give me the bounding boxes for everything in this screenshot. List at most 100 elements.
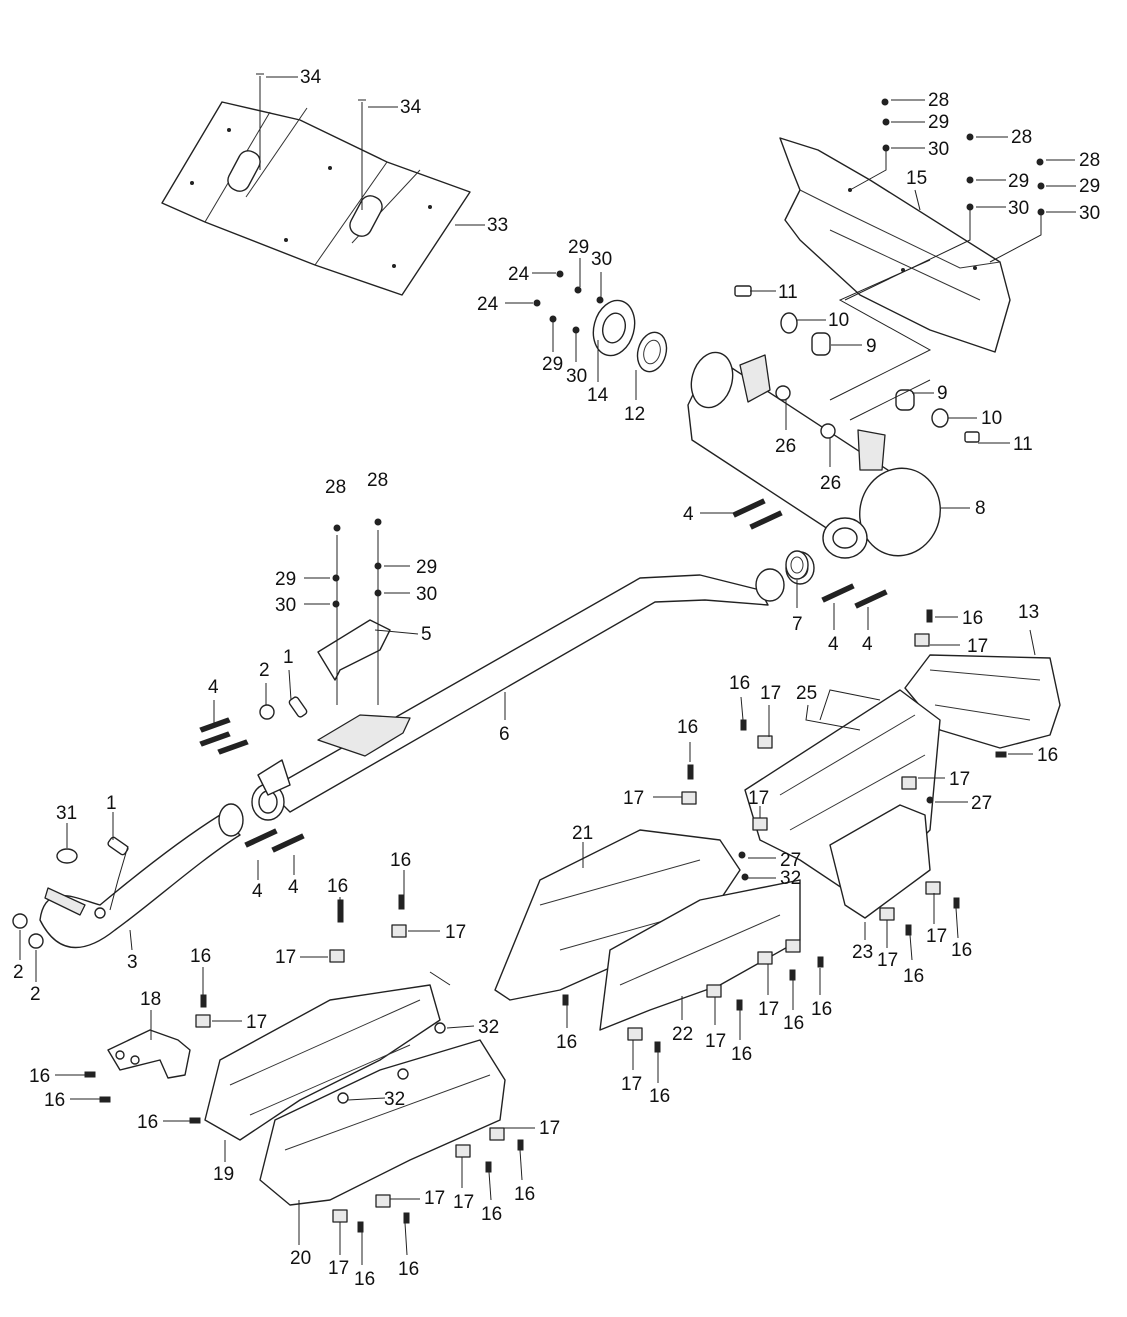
callout-32: 32	[780, 868, 801, 889]
callout-26: 26	[820, 473, 841, 494]
callout-17: 17	[424, 1188, 445, 1209]
bolt-16-hardware	[84, 609, 1007, 1233]
callout-16: 16	[677, 717, 698, 738]
callout-4: 4	[828, 634, 839, 655]
callout-28: 28	[928, 90, 949, 111]
callout-16: 16	[190, 946, 211, 967]
callout-16: 16	[903, 966, 924, 987]
callout-34: 34	[300, 67, 322, 88]
callout-17: 17	[621, 1074, 642, 1095]
callout-9: 9	[866, 336, 877, 357]
callout-29: 29	[1008, 171, 1029, 192]
callout-4: 4	[683, 504, 694, 525]
callout-29: 29	[416, 557, 437, 578]
callout-16: 16	[327, 876, 348, 897]
callout-16: 16	[649, 1086, 670, 1107]
callout-5: 5	[421, 624, 432, 645]
gasket-part	[785, 550, 809, 580]
callout-16: 16	[390, 850, 411, 871]
skid-plate-part	[161, 101, 471, 296]
callout-10: 10	[828, 310, 849, 331]
mount-hardware	[734, 285, 980, 443]
callout-29: 29	[542, 354, 563, 375]
front-pipe-part	[39, 803, 244, 949]
mid-pipe-part	[251, 551, 815, 821]
callout-9: 9	[937, 383, 948, 404]
callout-7: 7	[792, 614, 803, 635]
callout-17: 17	[758, 999, 779, 1020]
heat-shield-23-part	[829, 804, 931, 919]
callout-labels: 34 34 33 28 29 30 28 29 30 28 29 30 15 2…	[13, 67, 1100, 1290]
pipe-clamp-bracket-part	[317, 619, 391, 681]
callout-17: 17	[949, 769, 970, 790]
bolt-hardware	[256, 73, 366, 210]
callout-4: 4	[862, 634, 873, 655]
callout-11: 11	[1013, 434, 1033, 455]
callout-26: 26	[775, 436, 796, 457]
callout-16: 16	[44, 1090, 65, 1111]
callout-24: 24	[477, 294, 499, 315]
callout-29: 29	[928, 112, 949, 133]
callout-17: 17	[623, 788, 644, 809]
callout-17: 17	[246, 1012, 267, 1033]
nut-hardware	[12, 704, 275, 949]
callout-17: 17	[926, 926, 947, 947]
callout-1: 1	[106, 793, 117, 814]
callout-30: 30	[566, 366, 587, 387]
callout-25: 25	[796, 683, 817, 704]
callout-16: 16	[729, 673, 750, 694]
callout-11: 11	[778, 282, 798, 303]
callout-16: 16	[354, 1269, 375, 1290]
callout-13: 13	[1018, 602, 1039, 623]
callout-16: 16	[1037, 745, 1058, 766]
callout-16: 16	[556, 1032, 577, 1053]
callout-17: 17	[760, 683, 781, 704]
callout-2: 2	[13, 962, 24, 983]
muffler-heat-shield-part	[779, 137, 1011, 353]
callout-16: 16	[137, 1112, 158, 1133]
callout-23: 23	[852, 942, 873, 963]
callout-31: 31	[56, 803, 77, 824]
callout-15: 15	[906, 168, 927, 189]
callout-28: 28	[1079, 150, 1100, 171]
callout-14: 14	[587, 385, 609, 406]
callout-16: 16	[783, 1013, 804, 1034]
callout-16: 16	[29, 1066, 50, 1087]
heat-shield-22-part	[599, 879, 801, 1031]
callout-8: 8	[975, 498, 986, 519]
callout-12: 12	[624, 404, 645, 425]
callout-1: 1	[283, 647, 294, 668]
callout-21: 21	[572, 823, 593, 844]
callout-27: 27	[971, 793, 992, 814]
leader-lines	[19, 76, 1076, 1265]
callout-30: 30	[416, 584, 437, 605]
callout-4: 4	[252, 881, 263, 902]
callout-28: 28	[367, 470, 388, 491]
callout-17: 17	[967, 636, 988, 657]
callout-32: 32	[478, 1017, 499, 1038]
muffler-inlet-flange-part	[592, 299, 668, 373]
callout-28: 28	[1011, 127, 1032, 148]
heat-shield-20-part	[259, 1039, 506, 1206]
callout-2: 2	[30, 984, 41, 1005]
callout-18: 18	[140, 989, 161, 1010]
callout-17: 17	[748, 788, 769, 809]
callout-16: 16	[514, 1184, 535, 1205]
callout-33: 33	[487, 215, 508, 236]
callout-16: 16	[811, 999, 832, 1020]
callout-17: 17	[445, 922, 466, 943]
callout-30: 30	[1079, 203, 1100, 224]
callout-30: 30	[1008, 198, 1029, 219]
callout-32: 32	[384, 1089, 405, 1110]
callout-17: 17	[705, 1031, 726, 1052]
callout-30: 30	[591, 249, 612, 270]
callout-6: 6	[499, 724, 510, 745]
bracket-18-part	[107, 1029, 191, 1079]
callout-4: 4	[288, 877, 299, 898]
callout-28: 28	[325, 477, 346, 498]
callout-17: 17	[328, 1258, 349, 1279]
spring-hardware	[199, 498, 888, 853]
callout-24: 24	[508, 264, 530, 285]
callout-16: 16	[962, 608, 983, 629]
